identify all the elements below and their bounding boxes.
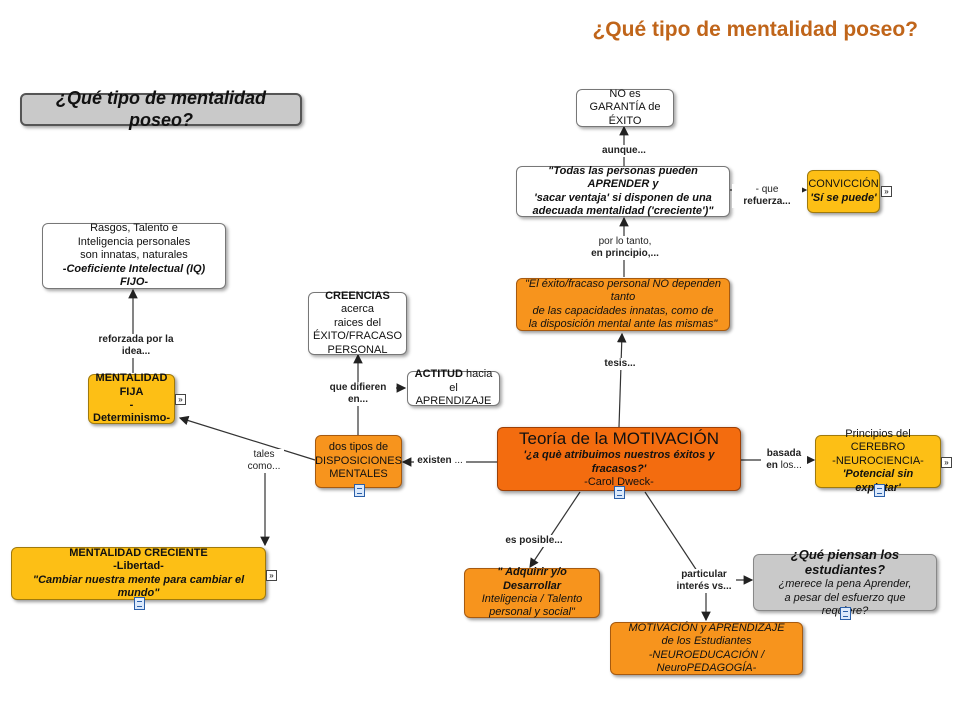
expand-icon[interactable]: » <box>266 570 277 581</box>
map-header: ¿Qué tipo de mentalidad poseo? <box>20 88 302 130</box>
node-todas-personas[interactable]: "Todas las personas pueden APRENDER y'sa… <box>516 165 730 217</box>
document-icon[interactable] <box>134 597 145 610</box>
expand-icon[interactable]: » <box>881 186 892 197</box>
node-cerebro[interactable]: Principios del CEREBRO-NEUROCIENCIA-'Pot… <box>815 428 941 494</box>
node-conviccion[interactable]: CONVICCIÓN'Sí se puede' <box>807 170 880 213</box>
node-mentalidad-creciente[interactable]: MENTALIDAD CRECIENTE-Libertad-"Cambiar n… <box>11 547 266 600</box>
node-teoria-motivacion[interactable]: Teoría de la MOTIVACIÓN'¿a què atribuimo… <box>497 427 741 491</box>
document-icon[interactable] <box>354 484 365 497</box>
link-label-por-lo-tanto: por lo tanto,en principio,... <box>588 236 662 260</box>
link-label-que-refuerza: - que refuerza... <box>732 184 802 208</box>
node-estudiantes[interactable]: ¿Qué piensan los estudiantes?¿merece la … <box>753 547 937 617</box>
link-label-es-posible: es posible... <box>504 535 564 547</box>
document-icon[interactable] <box>614 486 625 499</box>
link-label-aunque: aunque... <box>600 145 648 157</box>
link-label-tesis: tesis... <box>600 358 640 370</box>
expand-icon[interactable]: » <box>175 394 186 405</box>
link-label-existen: existen ... <box>414 455 466 467</box>
document-icon[interactable] <box>840 607 851 620</box>
expand-icon[interactable]: » <box>941 457 952 468</box>
node-exito-fracaso[interactable]: "El éxito/fracaso personal NO dependen t… <box>516 278 730 331</box>
slide-title: ¿Qué tipo de mentalidad poseo? <box>592 18 918 41</box>
link-label-que-difieren: que difieren en... <box>320 382 396 406</box>
document-icon[interactable] <box>874 484 885 497</box>
